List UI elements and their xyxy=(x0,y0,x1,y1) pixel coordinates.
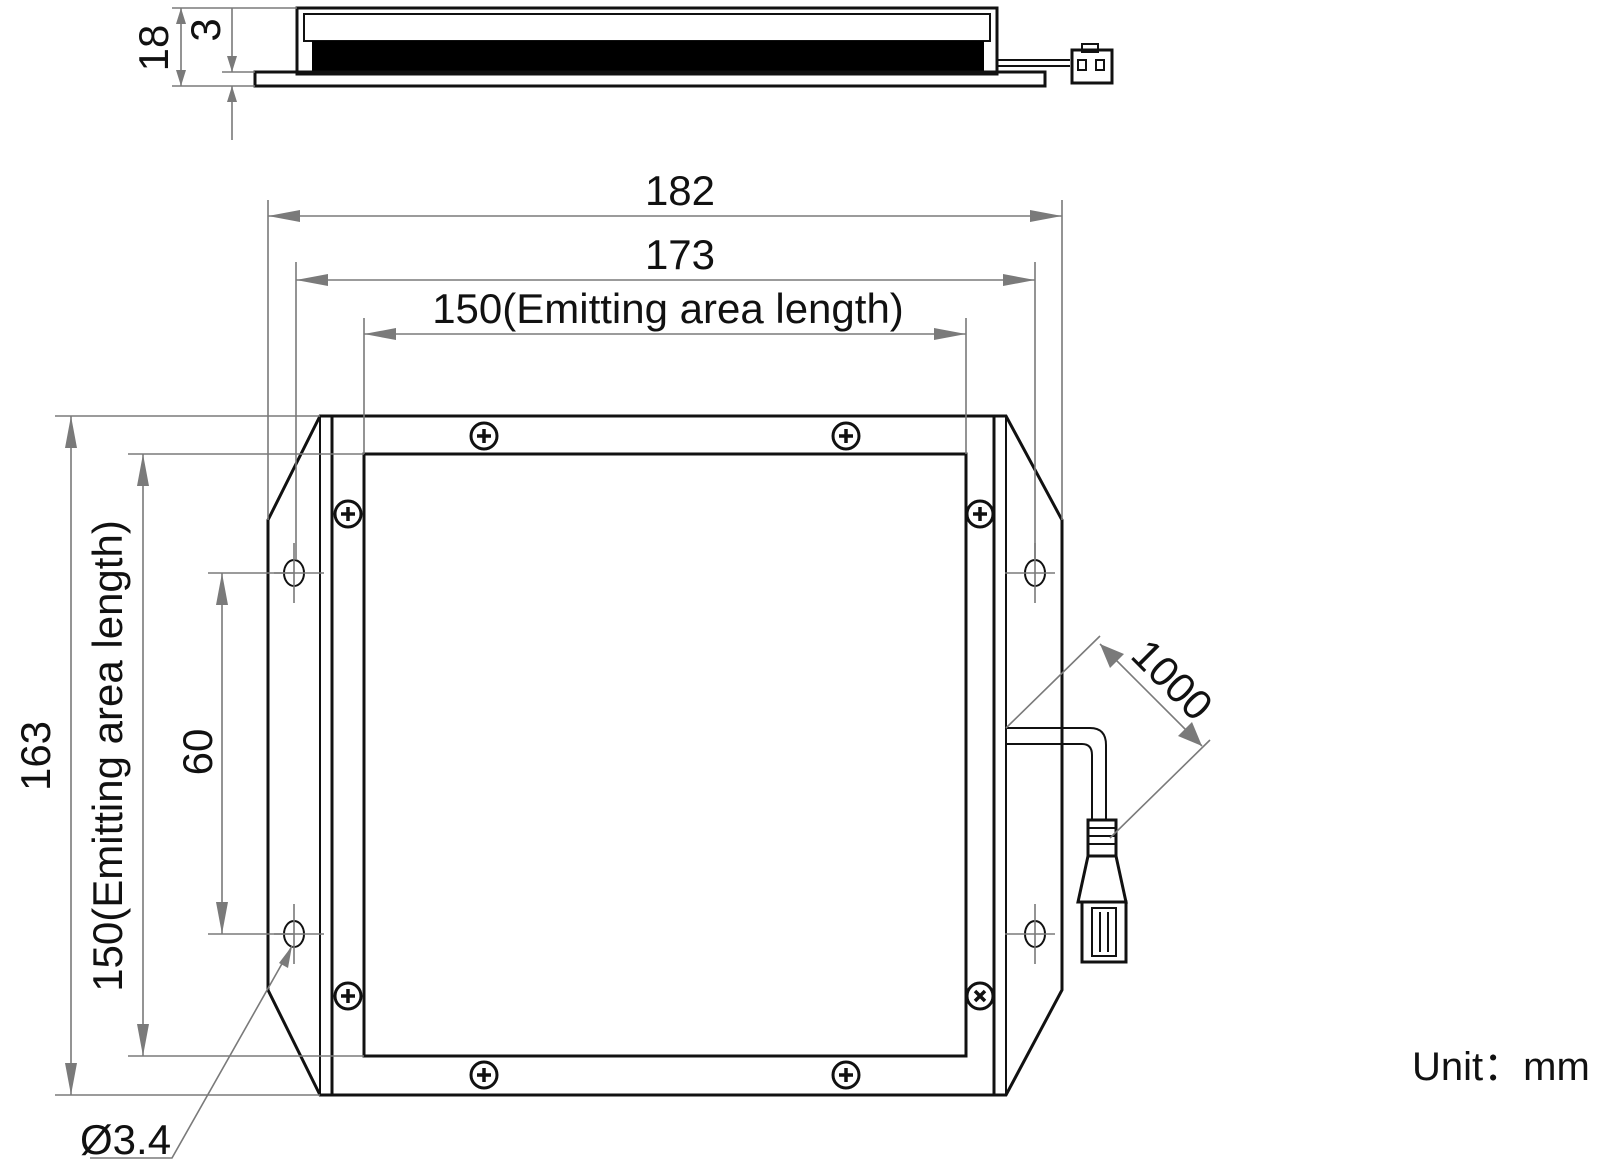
horizontal-dim-extension-lines xyxy=(267,200,1063,560)
mounting-hole-right-upper xyxy=(1005,543,1055,603)
dim-height-18-label: 18 xyxy=(130,25,177,72)
dim-hole-diameter-label: Ø3.4 xyxy=(80,1116,171,1163)
side-view-emitting-layer xyxy=(312,41,984,72)
screw-left-upper xyxy=(333,499,363,529)
side-view-top-strip xyxy=(303,13,991,42)
side-view-base-plate xyxy=(253,70,1047,88)
dim-1000-extension-lines xyxy=(1005,635,1211,839)
dimension-lines xyxy=(55,200,1211,1159)
side-view: 18 3 xyxy=(130,6,1114,140)
dim-1000-arrows xyxy=(1100,644,1202,746)
side-view-connector xyxy=(1070,43,1114,85)
vertical-dim-extension-lines xyxy=(55,415,364,1096)
side-dim-3-arrows xyxy=(227,56,237,102)
light-frame xyxy=(330,414,996,1097)
dim-step-3-label: 3 xyxy=(182,18,229,41)
dim-width-173-label: 173 xyxy=(645,231,715,278)
cable-connector xyxy=(1076,818,1128,964)
hole-diameter-leader-arrow xyxy=(279,946,292,968)
unit-label: Unit：mm xyxy=(1412,1045,1590,1089)
screw-left-lower xyxy=(333,981,363,1011)
side-dim-extension-lines xyxy=(172,7,297,87)
flange-side-bars xyxy=(319,416,1007,1095)
side-dim-18-arrows xyxy=(176,8,186,86)
dim-cable-length-1000-label: 1000 xyxy=(1123,630,1222,729)
hole-diameter-leader xyxy=(90,945,293,1159)
screw-top-right xyxy=(831,421,861,451)
dim-height-163-label: 163 xyxy=(12,721,59,791)
side-view-body xyxy=(295,6,999,76)
dimension-labels: 182 173 150(Emitting area length) 163 15… xyxy=(12,167,1590,1163)
screw-right-lower xyxy=(965,981,995,1011)
mounting-hole-right-lower xyxy=(1005,904,1055,964)
mounting-flange xyxy=(266,414,1064,1097)
dim-emitting-length-h-label: 150(Emitting area length) xyxy=(432,285,904,332)
screw-right-upper xyxy=(965,499,995,529)
dim-hole-spacing-60-label: 60 xyxy=(174,729,221,776)
screw-bottom-left xyxy=(469,1060,499,1090)
screw-top-left xyxy=(469,421,499,451)
cable xyxy=(1006,727,1107,820)
dim-emitting-length-v-label: 150(Emitting area length) xyxy=(84,520,131,992)
screw-bottom-right xyxy=(831,1060,861,1090)
front-view xyxy=(266,414,1128,1097)
side-view-cable xyxy=(997,59,1070,67)
dim-width-182-label: 182 xyxy=(645,167,715,214)
emitting-area xyxy=(362,452,968,1058)
